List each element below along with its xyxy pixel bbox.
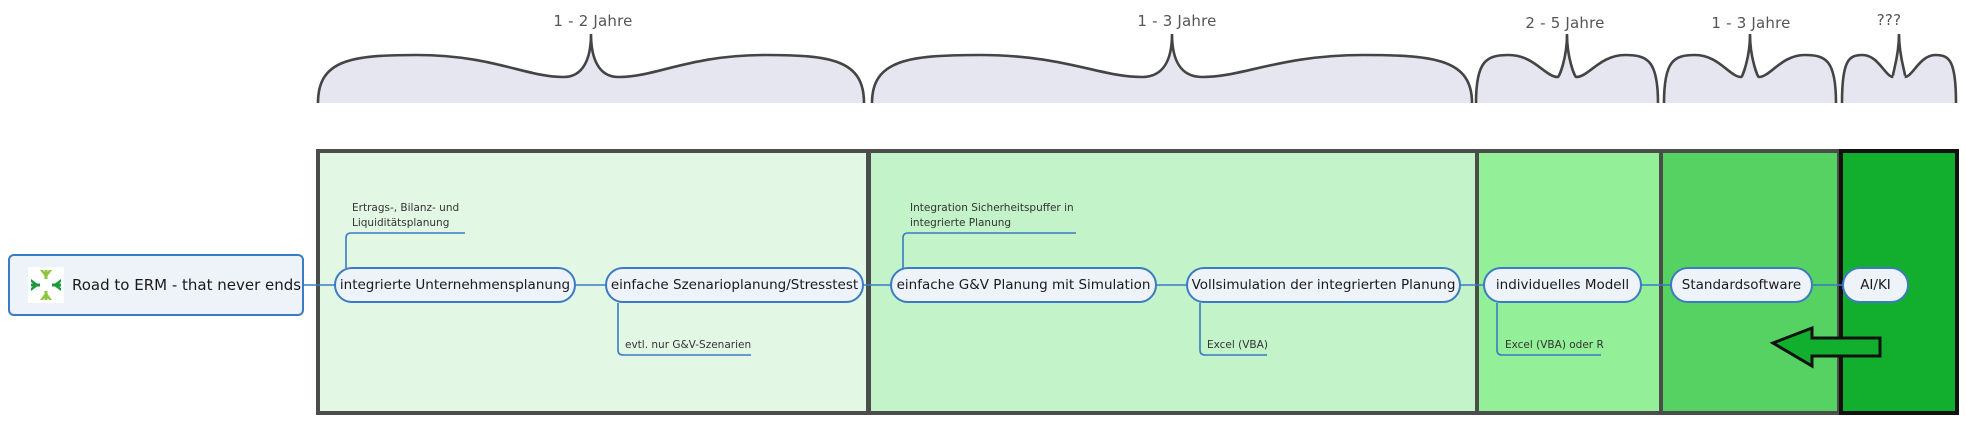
curly-brace [1840, 33, 1958, 104]
note-line: Excel (VBA) [1207, 339, 1268, 351]
curly-brace [870, 33, 1474, 104]
note-line: Liquiditätsplanung [352, 217, 450, 229]
topic-gv-planung-simulation[interactable]: einfache G&V Planung mit Simulation [890, 267, 1157, 303]
topic-label: einfache Szenarioplanung/Stresstest [610, 277, 859, 293]
subtopic-note[interactable]: Integration Sicherheitspuffer in integri… [910, 201, 1074, 231]
curly-brace [316, 33, 866, 104]
brace-fill [1664, 34, 1836, 103]
braces-layer [316, 33, 1958, 104]
topic-szenarioplanung-stresstest[interactable]: einfache Szenarioplanung/Stresstest [605, 267, 864, 303]
note-connector [902, 232, 1076, 268]
phase-duration-label: 1 - 3 Jahre [1711, 14, 1791, 32]
root-topic[interactable]: Road to ERM - that never ends [8, 254, 304, 316]
topic-label: Vollsimulation der integrierten Planung [1191, 277, 1456, 293]
curly-brace [1474, 33, 1660, 104]
note-connector [617, 303, 751, 356]
subtopic-note[interactable]: Excel (VBA) oder R [1505, 338, 1604, 353]
phase-duration-label: 2 - 5 Jahre [1525, 14, 1605, 32]
note-line: Ertrags-, Bilanz- und [352, 202, 460, 214]
brace-fill [1842, 34, 1956, 103]
curly-brace [1662, 33, 1838, 104]
brace-fill [872, 34, 1472, 103]
topic-label: AI/KI [1860, 277, 1891, 293]
note-line: Integration Sicherheitspuffer in [910, 202, 1074, 214]
subtopic-note[interactable]: Ertrags-, Bilanz- und Liquiditätsplanung [352, 201, 459, 231]
topic-integrierte-unternehmensplanung[interactable]: integrierte Unternehmensplanung [334, 267, 576, 303]
note-connector [1496, 303, 1601, 356]
subtopic-note[interactable]: evtl. nur G&V-Szenarien [625, 338, 751, 353]
topic-individuelles-modell[interactable]: individuelles Modell [1483, 267, 1642, 303]
phase-duration-label: ??? [1876, 11, 1902, 29]
subtopic-note[interactable]: Excel (VBA) [1207, 338, 1268, 353]
topic-label: individuelles Modell [1495, 277, 1630, 293]
brace-fill [1476, 34, 1658, 103]
note-connector [1199, 303, 1267, 356]
note-line: integrierte Planung [910, 217, 1012, 229]
topic-standardsoftware[interactable]: Standardsoftware [1670, 267, 1813, 303]
topic-label: Standardsoftware [1681, 277, 1802, 293]
phase-duration-label: 1 - 2 Jahre [553, 12, 633, 30]
root-topic-label: Road to ERM - that never ends [72, 276, 302, 294]
topic-label: integrierte Unternehmensplanung [339, 277, 571, 293]
brace-fill [318, 34, 864, 103]
phase-duration-label: 1 - 3 Jahre [1137, 12, 1217, 30]
back-arrow-icon [1769, 325, 1882, 369]
note-connector [345, 232, 465, 268]
note-line: evtl. nur G&V-Szenarien [625, 339, 752, 351]
topic-label: einfache G&V Planung mit Simulation [896, 277, 1151, 293]
topic-ai-ki[interactable]: AI/KI [1842, 267, 1909, 303]
note-line: Excel (VBA) oder R [1505, 339, 1604, 351]
leaf-arrows-logo-icon [28, 267, 64, 303]
topic-vollsimulation[interactable]: Vollsimulation der integrierten Planung [1186, 267, 1461, 303]
